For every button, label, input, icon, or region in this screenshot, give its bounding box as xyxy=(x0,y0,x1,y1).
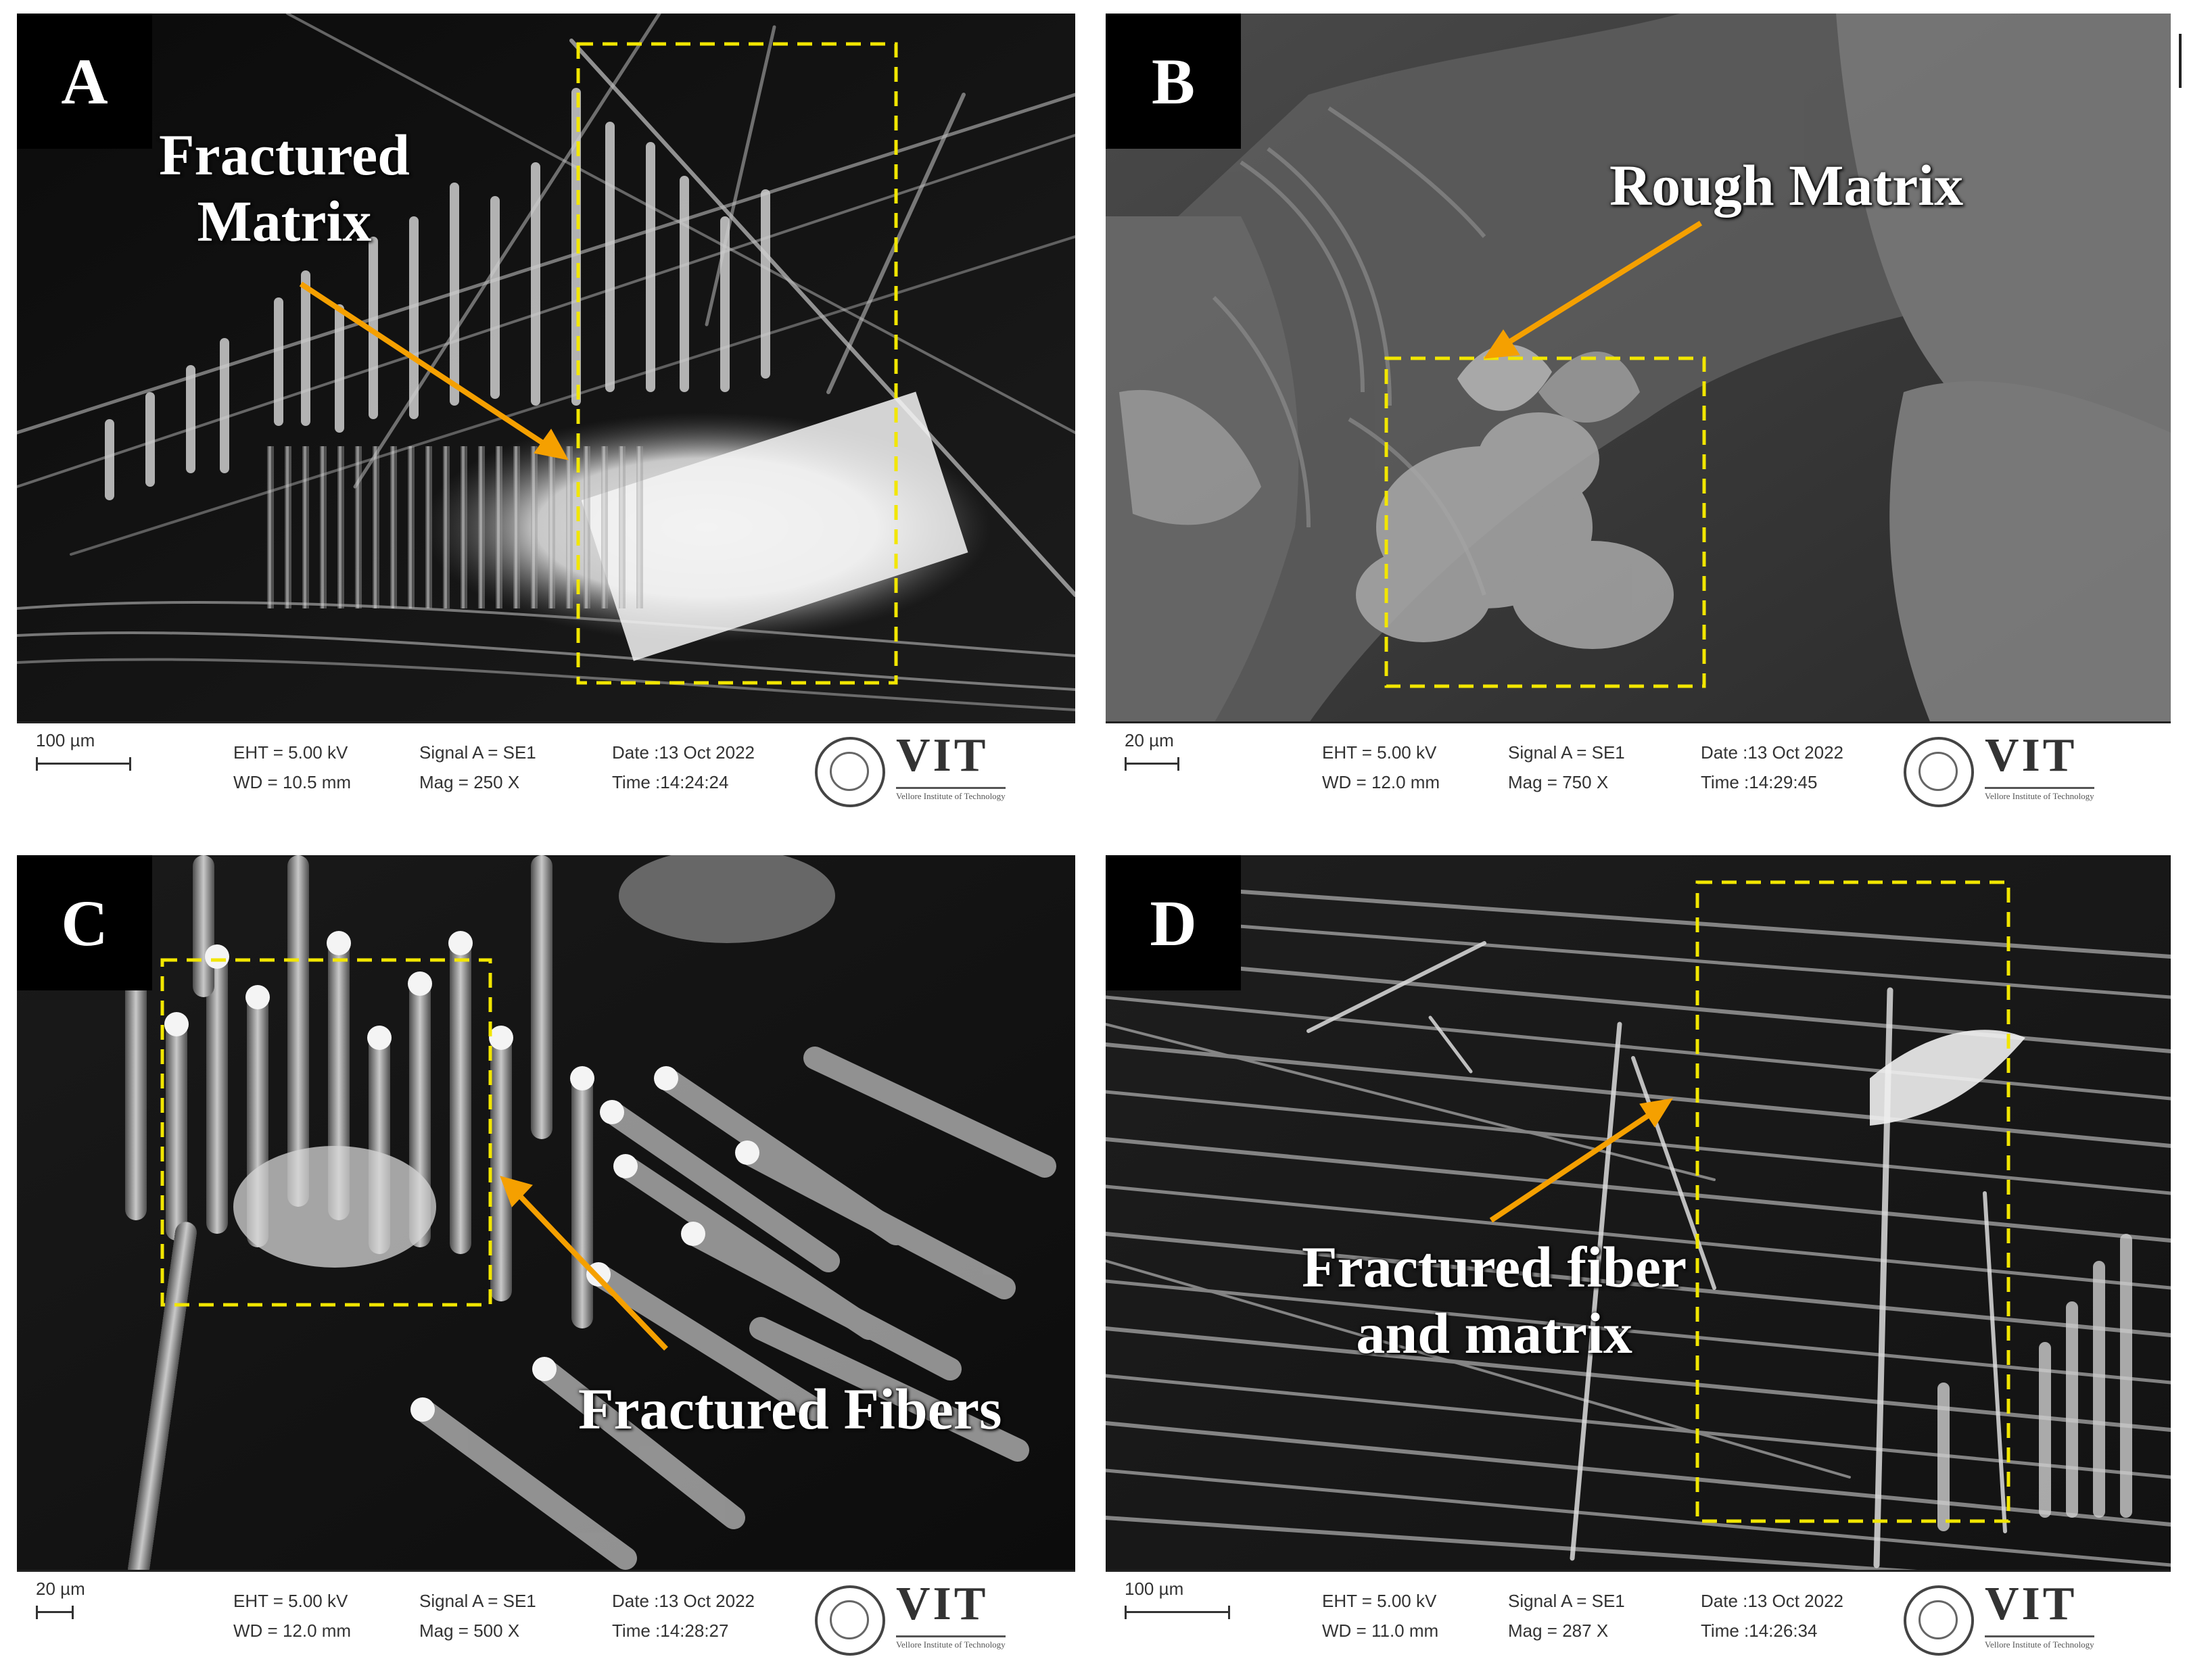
sem-micrograph-a xyxy=(17,14,1075,723)
callout-d: Fractured fiber and matrix xyxy=(1302,1234,1687,1366)
arrow-d xyxy=(1489,1098,1674,1223)
fiber-stubs-d xyxy=(1937,1234,2132,1531)
edge-divider-mark xyxy=(2179,34,2182,88)
vit-logo-sub-b: Vellore Institute of Technology xyxy=(1985,787,2094,802)
scale-bar-b xyxy=(1125,757,1179,771)
arrow-c xyxy=(500,1176,668,1351)
aligned-fibers-d xyxy=(1106,880,2171,1572)
mag-c: Mag = 500 X xyxy=(419,1621,520,1641)
eht-d: EHT = 5.00 kV xyxy=(1322,1591,1437,1611)
scale-label-b: 20 µm xyxy=(1125,730,1174,750)
scale-bar-d xyxy=(1125,1606,1230,1619)
scale-label-a: 100 µm xyxy=(36,730,95,750)
highlight-box-a xyxy=(576,42,898,685)
eht-a: EHT = 5.00 kV xyxy=(233,742,348,763)
panel-letter-d: D xyxy=(1106,855,1241,990)
mag-d: Mag = 287 X xyxy=(1508,1621,1609,1641)
eht-b: EHT = 5.00 kV xyxy=(1322,742,1437,763)
vit-seal-logo-d xyxy=(1904,1585,1974,1656)
matrix-surface-b xyxy=(1106,14,2171,723)
callout-a-line-1: Fractured xyxy=(159,122,410,187)
highlight-box-d xyxy=(1695,880,2010,1523)
signal-d: Signal A = SE1 xyxy=(1508,1591,1625,1611)
callout-a: Fractured Matrix xyxy=(159,122,410,254)
matrix-debris-c xyxy=(233,1146,436,1268)
callout-b: Rough Matrix xyxy=(1609,152,1963,218)
wd-b: WD = 12.0 mm xyxy=(1322,772,1440,792)
sem-info-bar-d: 100 µm EHT = 5.00 kV WD = 11.0 mm Signal… xyxy=(1106,1570,2171,1666)
vit-seal-logo-c xyxy=(815,1585,885,1656)
vit-logo-d: VIT xyxy=(1985,1578,2077,1630)
time-a: Time :14:24:24 xyxy=(612,772,729,792)
panel-letter-b: B xyxy=(1106,14,1241,149)
arrow-a xyxy=(299,281,569,460)
sem-info-bar-a: 100 µm EHT = 5.00 kV WD = 10.5 mm Signal… xyxy=(17,721,1075,818)
vit-seal-logo-a xyxy=(815,737,885,807)
time-d: Time :14:26:34 xyxy=(1701,1621,1818,1641)
vit-logo-sub-a: Vellore Institute of Technology xyxy=(896,787,1006,802)
scale-bar-a xyxy=(36,757,131,771)
sem-panel-b: B Rough Matrix 20 µm EHT = 5.00 kV WD = … xyxy=(1106,14,2171,818)
mag-b: Mag = 750 X xyxy=(1508,772,1609,792)
date-d: Date :13 Oct 2022 xyxy=(1701,1591,1844,1611)
eht-c: EHT = 5.00 kV xyxy=(233,1591,348,1611)
vit-logo-c: VIT xyxy=(896,1578,989,1630)
date-b: Date :13 Oct 2022 xyxy=(1701,742,1844,763)
fractured-matrix-region-d xyxy=(1870,1030,2025,1126)
sem-panel-c: C Fractured Fibers 20 µm EHT = 5.00 kV W… xyxy=(17,855,1075,1666)
rough-matrix-particles-b xyxy=(1356,344,1674,649)
sem-panel-a: A Fractured Matrix 100 µm EHT = 5.00 kV … xyxy=(17,14,1075,818)
sem-info-bar-b: 20 µm EHT = 5.00 kV WD = 12.0 mm Signal … xyxy=(1106,721,2171,818)
callout-c-line-1: Fractured Fibers xyxy=(578,1376,1002,1441)
scale-label-d: 100 µm xyxy=(1125,1579,1184,1599)
time-b: Time :14:29:45 xyxy=(1701,772,1818,792)
wd-a: WD = 10.5 mm xyxy=(233,772,352,792)
wd-c: WD = 12.0 mm xyxy=(233,1621,352,1641)
callout-c: Fractured Fibers xyxy=(578,1376,1002,1442)
vit-logo-b: VIT xyxy=(1985,729,2077,782)
signal-a: Signal A = SE1 xyxy=(419,742,536,763)
scale-bar-c xyxy=(36,1606,74,1619)
date-c: Date :13 Oct 2022 xyxy=(612,1591,755,1611)
fiber-bundle-right-c xyxy=(411,1047,1056,1570)
sem-micrograph-c xyxy=(17,855,1075,1572)
vit-logo-a: VIT xyxy=(896,729,989,782)
panel-letter-a: A xyxy=(17,14,152,149)
callout-a-line-2: Matrix xyxy=(197,189,372,254)
wd-d: WD = 11.0 mm xyxy=(1322,1621,1439,1641)
vit-logo-sub-d: Vellore Institute of Technology xyxy=(1985,1635,2094,1650)
sem-panel-d: D Fractured fiber and matrix 100 µm EHT … xyxy=(1106,855,2171,1666)
callout-d-line-2: and matrix xyxy=(1356,1301,1632,1366)
callout-d-line-1: Fractured fiber xyxy=(1302,1234,1687,1299)
sem-micrograph-b xyxy=(1106,14,2171,723)
signal-b: Signal A = SE1 xyxy=(1508,742,1625,763)
highlight-box-b xyxy=(1384,356,1706,688)
date-a: Date :13 Oct 2022 xyxy=(612,742,755,763)
vit-logo-sub-c: Vellore Institute of Technology xyxy=(896,1635,1006,1650)
sem-info-bar-c: 20 µm EHT = 5.00 kV WD = 12.0 mm Signal … xyxy=(17,1570,1075,1666)
callout-b-line-1: Rough Matrix xyxy=(1609,153,1964,218)
scale-label-c: 20 µm xyxy=(36,1579,85,1599)
time-c: Time :14:28:27 xyxy=(612,1621,729,1641)
panel-letter-c: C xyxy=(17,855,152,990)
arrow-b xyxy=(1484,220,1703,359)
vit-seal-logo-b xyxy=(1904,737,1974,807)
highlight-box-c xyxy=(160,958,492,1307)
sem-micrograph-d xyxy=(1106,855,2171,1572)
signal-c: Signal A = SE1 xyxy=(419,1591,536,1611)
mag-a: Mag = 250 X xyxy=(419,772,520,792)
